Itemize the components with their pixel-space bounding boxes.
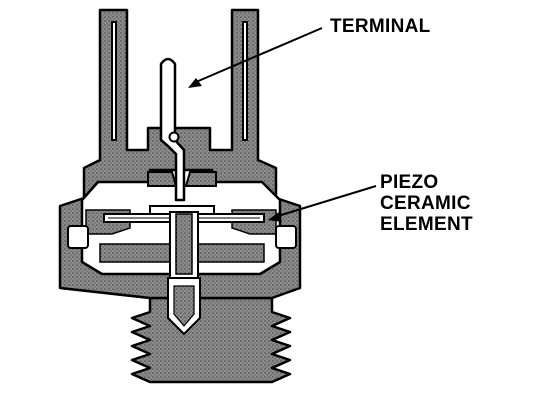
piezo-label-line-3: ELEMENT (380, 214, 473, 235)
terminal-pin (147, 57, 217, 202)
piezo-ceramic-element-label: PIEZO CERAMIC ELEMENT (380, 172, 473, 235)
center-stem (167, 211, 201, 336)
threaded-stud (130, 296, 292, 384)
leader-line-terminal (188, 27, 323, 88)
piezo-label-line-2: CERAMIC (380, 193, 471, 214)
leader-line-piezo (268, 185, 377, 222)
terminal-label: TERMINAL (330, 16, 431, 37)
piezo-label-line-1: PIEZO (380, 172, 439, 193)
